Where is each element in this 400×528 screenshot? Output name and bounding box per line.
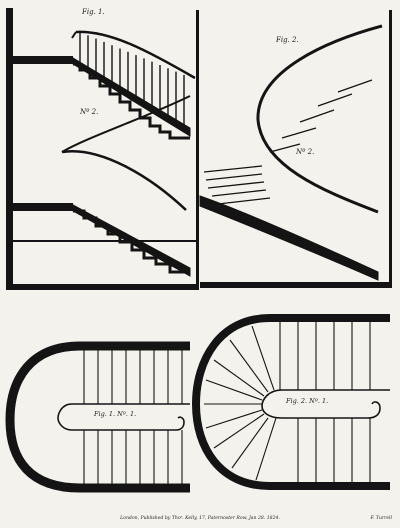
plan-fig1-label: Fig. 1. Nº. 1. bbox=[94, 410, 137, 418]
fig1-no2-label: Nº 2. bbox=[80, 108, 99, 116]
plan-views bbox=[5, 314, 390, 493]
fig2-label: Fig. 2. bbox=[276, 36, 299, 44]
fig2-no2-label: Nº 2. bbox=[296, 148, 315, 156]
publisher-imprint: London, Published by Thoˢ. Kelly, 17, Pa… bbox=[120, 516, 280, 521]
plan-fig2-label: Fig. 2. Nº. 1. bbox=[286, 397, 329, 405]
fig1-label: Fig. 1. bbox=[82, 8, 105, 16]
top-panel-frames bbox=[6, 8, 392, 290]
fig1-upper-flight bbox=[71, 30, 196, 140]
engraver-signature: F. Turrell bbox=[370, 516, 392, 521]
fig2-curved-stair bbox=[199, 24, 383, 281]
fig1-lower-flight bbox=[61, 95, 191, 277]
